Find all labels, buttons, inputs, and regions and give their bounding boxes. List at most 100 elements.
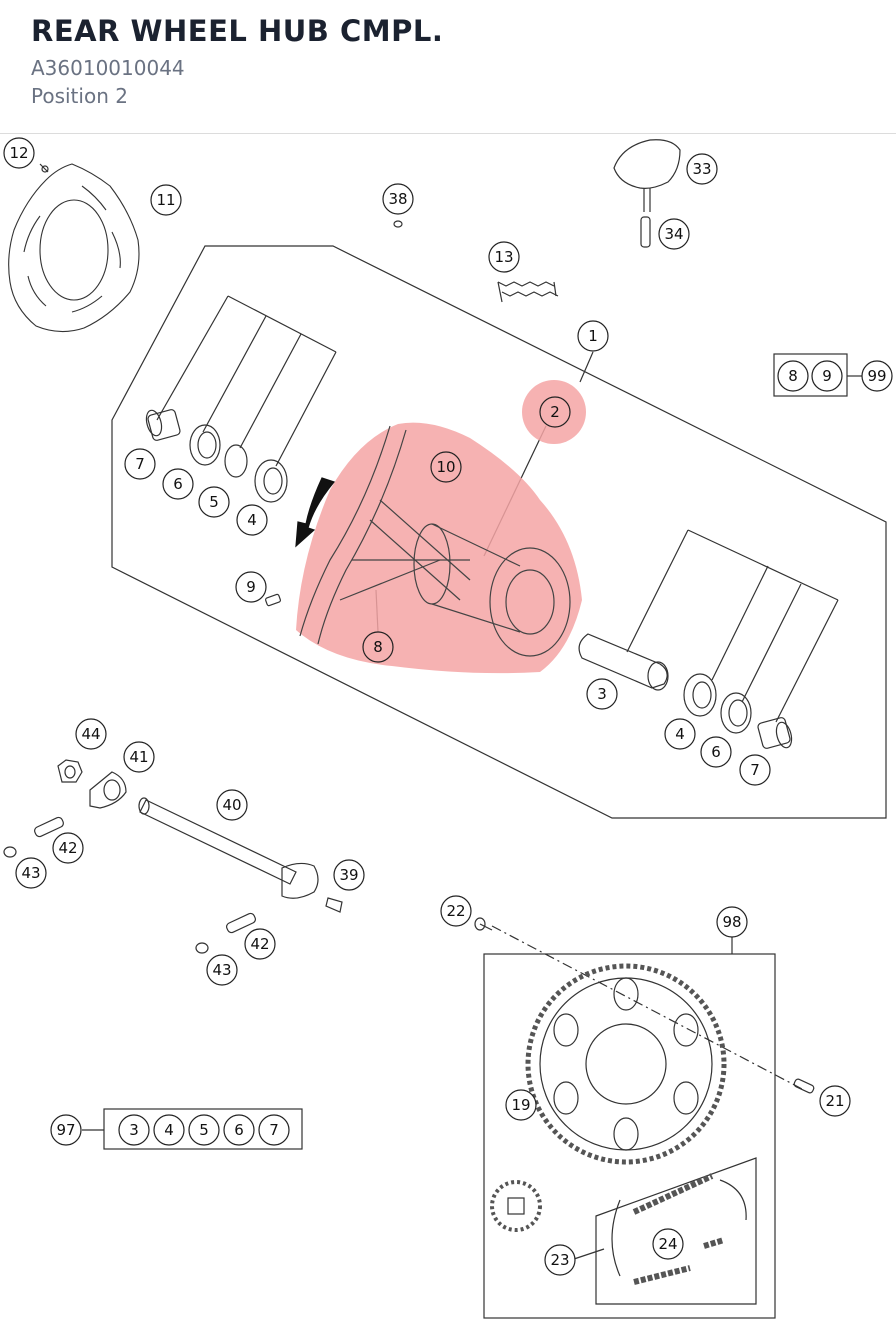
exploded-parts-diagram: 12 11 38 33 34 13 1 2 8 9 99 7 6 5 4 10 … <box>3 137 893 1319</box>
callout-43-upper-label: 43 <box>21 864 40 882</box>
callout-4-left[interactable] <box>236 504 268 536</box>
callout-9[interactable] <box>235 571 267 603</box>
callout-3[interactable] <box>586 678 618 710</box>
callout-7-right[interactable] <box>739 754 771 786</box>
front-sprocket <box>490 1180 542 1232</box>
callout-3-group[interactable] <box>118 1114 150 1146</box>
bolt-21 <box>793 1078 815 1094</box>
callout-1-label: 1 <box>588 327 598 345</box>
callout-43-upper[interactable] <box>15 857 47 889</box>
pin-34 <box>640 216 651 248</box>
wheel-hub <box>299 425 571 657</box>
callout-19-label: 19 <box>511 1096 530 1114</box>
callout-24[interactable] <box>652 1228 684 1260</box>
callout-38[interactable] <box>382 183 414 215</box>
callout-1[interactable] <box>577 320 609 352</box>
callout-22[interactable] <box>440 895 472 927</box>
spring-13 <box>497 281 559 303</box>
spacer-3 <box>578 633 669 691</box>
callout-23-label: 23 <box>550 1251 569 1269</box>
callout-6-group[interactable] <box>223 1114 255 1146</box>
assembly-outline <box>111 245 887 819</box>
callout-4-group[interactable] <box>153 1114 185 1146</box>
group-box-97 <box>103 1108 303 1150</box>
bolt-38 <box>393 220 403 228</box>
callout-43-lower-label: 43 <box>212 961 231 979</box>
callout-7-group-label: 7 <box>269 1121 279 1139</box>
bolt-42-lower <box>226 912 256 934</box>
axle-40 <box>138 797 319 899</box>
callout-33-label: 33 <box>692 160 711 178</box>
nut-43-lower <box>195 942 209 954</box>
callout-34[interactable] <box>658 218 690 250</box>
spacer-7-right <box>757 717 793 749</box>
callout-6-left-label: 6 <box>173 475 183 493</box>
callout-4-right-label: 4 <box>675 725 685 743</box>
callout-97[interactable] <box>50 1114 82 1146</box>
nut-43-upper <box>3 846 17 858</box>
screw-22 <box>474 917 493 931</box>
seal-6-right <box>720 692 752 734</box>
hub-highlight <box>296 380 586 674</box>
sprocket-19 <box>525 963 727 1165</box>
callout-4-right[interactable] <box>664 718 696 750</box>
callout-99-label: 99 <box>867 367 886 385</box>
callout-8-group[interactable] <box>777 360 809 392</box>
callout-4-group-label: 4 <box>164 1121 174 1139</box>
callout-98[interactable] <box>716 906 748 938</box>
page-header: REAR WHEEL HUB CMPL. A36010010044 Positi… <box>0 0 896 134</box>
callout-11-label: 11 <box>156 191 175 209</box>
callout-13-label: 13 <box>494 248 513 266</box>
direction-arrow-icon <box>295 477 336 548</box>
callout-6-left[interactable] <box>162 468 194 500</box>
callout-34-label: 34 <box>664 225 683 243</box>
callout-13[interactable] <box>488 241 520 273</box>
callout-4-left-label: 4 <box>247 511 257 529</box>
callout-99[interactable] <box>861 360 893 392</box>
callout-39-label: 39 <box>339 866 358 884</box>
callout-19[interactable] <box>505 1089 537 1121</box>
callout-43-lower[interactable] <box>206 954 238 986</box>
callout-11[interactable] <box>150 184 182 216</box>
callout-40[interactable] <box>216 789 248 821</box>
brake-sensor-33 <box>613 139 681 212</box>
circlip-5 <box>224 444 248 478</box>
callout-6-group-label: 6 <box>234 1121 244 1139</box>
callout-7-left-label: 7 <box>135 455 145 473</box>
callout-44[interactable] <box>75 718 107 750</box>
callout-12[interactable] <box>3 137 35 169</box>
callout-42-lower[interactable] <box>244 928 276 960</box>
bearing-4-left <box>254 459 288 503</box>
callout-6-right[interactable] <box>700 736 732 768</box>
callout-41-label: 41 <box>129 748 148 766</box>
callout-21[interactable] <box>819 1085 851 1117</box>
kit-box-98 <box>483 953 776 1319</box>
callout-40-label: 40 <box>222 796 241 814</box>
chain-adjuster-41 <box>89 771 127 809</box>
callout-33[interactable] <box>686 153 718 185</box>
callout-3-label: 3 <box>597 685 607 703</box>
callout-7-right-label: 7 <box>750 761 760 779</box>
callout-2[interactable] <box>539 396 571 428</box>
callout-7-left[interactable] <box>124 448 156 480</box>
callout-41[interactable] <box>123 741 155 773</box>
callout-42-lower-label: 42 <box>250 935 269 953</box>
callout-5[interactable] <box>198 486 230 518</box>
callout-5-label: 5 <box>209 493 219 511</box>
callout-8[interactable] <box>362 631 394 663</box>
callout-39[interactable] <box>333 859 365 891</box>
nipple-9 <box>265 593 281 607</box>
callout-10[interactable] <box>430 451 462 483</box>
brake-disc <box>8 163 140 333</box>
callout-9-group[interactable] <box>811 360 843 392</box>
callout-9-group-label: 9 <box>822 367 832 385</box>
callout-5-group[interactable] <box>188 1114 220 1146</box>
callout-38-label: 38 <box>388 190 407 208</box>
callout-23[interactable] <box>544 1244 576 1276</box>
callout-42-upper[interactable] <box>52 832 84 864</box>
callout-7-group[interactable] <box>258 1114 290 1146</box>
lower-bracket-lines <box>626 529 839 723</box>
chain-box <box>595 1157 757 1305</box>
callout-8-label: 8 <box>373 638 383 656</box>
part-number: A36010010044 <box>31 56 185 80</box>
